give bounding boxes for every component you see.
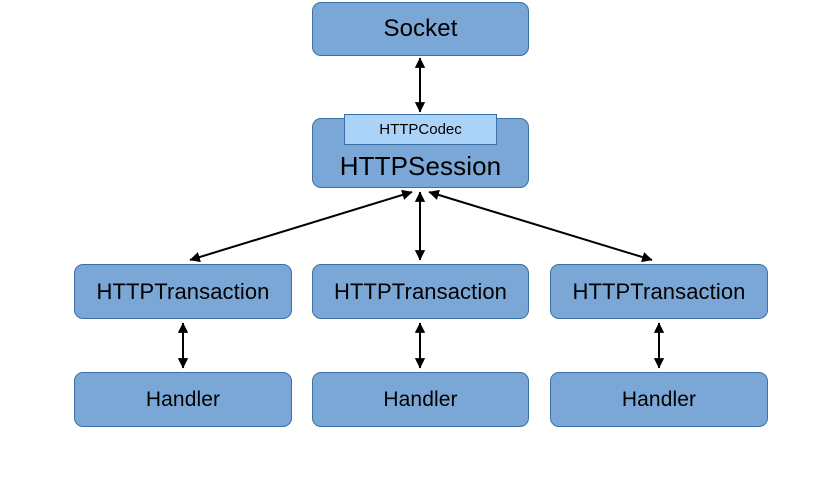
node-httpcodec-label: HTTPCodec [379, 121, 462, 138]
node-httptransaction-middle[interactable]: HTTPTransaction [312, 264, 529, 319]
node-handler-left[interactable]: Handler [74, 372, 292, 427]
node-handler-middle-label: Handler [383, 388, 458, 411]
node-socket-label: Socket [383, 15, 458, 42]
node-httptransaction-right-label: HTTPTransaction [572, 278, 746, 304]
node-httpsession-label: HTTPSession [339, 151, 502, 181]
node-httptransaction-left[interactable]: HTTPTransaction [74, 264, 292, 319]
node-httpcodec[interactable]: HTTPCodec [344, 114, 497, 145]
edge-session-transaction-right [428, 189, 653, 263]
node-httptransaction-middle-label: HTTPTransaction [333, 278, 508, 304]
node-handler-right[interactable]: Handler [550, 372, 768, 427]
node-handler-left-label: Handler [145, 388, 221, 411]
node-httptransaction-left-label: HTTPTransaction [96, 278, 270, 304]
node-httptransaction-right[interactable]: HTTPTransaction [550, 264, 768, 319]
edge-session-transaction-left [189, 189, 413, 263]
node-socket[interactable]: Socket [312, 2, 529, 56]
node-handler-right-label: Handler [621, 388, 697, 411]
node-handler-middle[interactable]: Handler [312, 372, 529, 427]
